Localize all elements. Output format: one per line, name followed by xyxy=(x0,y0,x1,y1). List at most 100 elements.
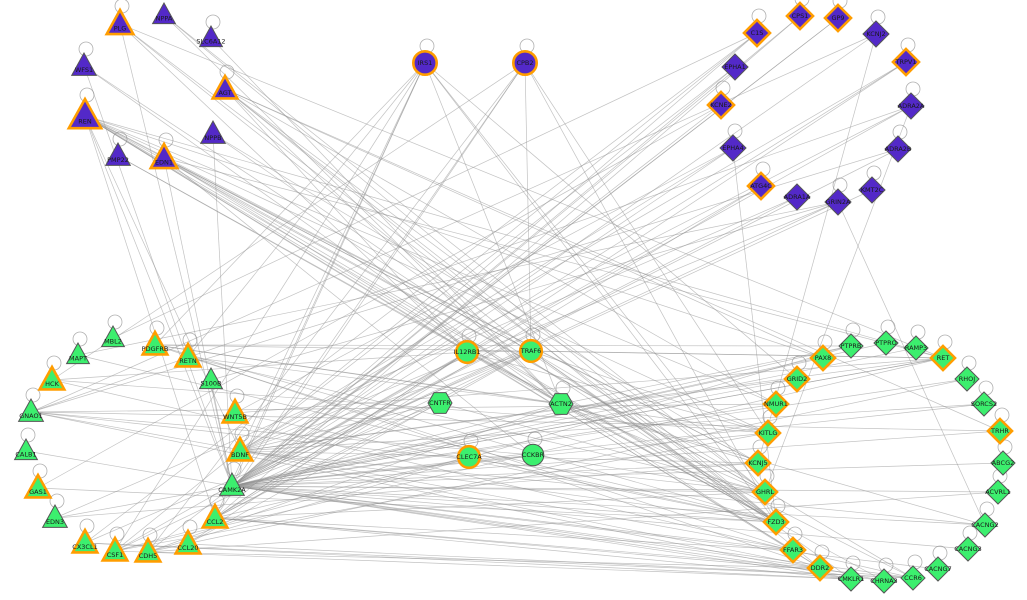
diamond-shape-TRPV1[interactable] xyxy=(891,47,921,77)
circle-shape-CCKBR[interactable] xyxy=(521,443,545,467)
diamond-shape-ADRA1A[interactable] xyxy=(783,183,811,211)
diamond-shape-EPHA1[interactable] xyxy=(721,53,749,81)
triangle-shape-MAPT[interactable] xyxy=(65,341,91,365)
node-PMP22[interactable]: PMP22 xyxy=(104,141,132,166)
triangle-shape-PLG[interactable] xyxy=(104,7,136,36)
diamond-shape-KITLG[interactable] xyxy=(754,419,782,447)
diamond-shape-KCNJ5[interactable] xyxy=(744,449,772,477)
diamond-shape-ABCG2[interactable] xyxy=(990,450,1016,476)
node-ACTN2[interactable]: ACTN2 xyxy=(548,393,574,415)
node-MBL2[interactable]: MBL2 xyxy=(100,324,126,348)
circle-shape-TRAF6[interactable] xyxy=(518,338,544,364)
node-GAS1[interactable]: GAS1 xyxy=(23,472,53,499)
node-GNAO1[interactable]: GNAO1 xyxy=(17,397,45,422)
diamond-shape-PTPRO[interactable] xyxy=(873,330,899,356)
node-C1S[interactable]: C1S xyxy=(742,18,772,48)
node-CACNG3[interactable]: CACNG3 xyxy=(954,536,982,562)
triangle-shape-PMP22[interactable] xyxy=(104,141,132,166)
node-TRHR[interactable]: TRHR xyxy=(986,417,1014,445)
diamond-shape-PTPRB[interactable] xyxy=(838,333,864,359)
diamond-shape-KCNJ2[interactable] xyxy=(862,20,890,48)
triangle-shape-WNT5B[interactable] xyxy=(220,397,250,424)
node-SLC6A12[interactable]: SLC6A12 xyxy=(196,24,226,48)
triangle-shape-CALB1[interactable] xyxy=(13,437,39,461)
circle-shape-IRS1[interactable] xyxy=(411,49,438,76)
node-CX3CL1[interactable]: CX3CL1 xyxy=(70,527,100,554)
node-CLEC7A[interactable]: CLEC7A xyxy=(456,444,482,470)
node-CACNG7[interactable]: CACNG7 xyxy=(924,556,952,582)
node-WFS1[interactable]: WFS1 xyxy=(70,51,98,76)
triangle-shape-HCK[interactable] xyxy=(37,364,67,391)
diamond-shape-CMKLR1[interactable] xyxy=(838,566,864,592)
node-CALB1[interactable]: CALB1 xyxy=(13,437,39,461)
node-SORCS2[interactable]: SORCS2 xyxy=(971,391,997,417)
node-KCNJ2[interactable]: KCNJ2 xyxy=(862,20,890,48)
diamond-shape-ADRA2B[interactable] xyxy=(884,135,912,163)
triangle-shape-CAMK2A[interactable] xyxy=(218,471,246,496)
node-CACNG2[interactable]: CACNG2 xyxy=(971,512,999,538)
node-WNT5B[interactable]: WNT5B xyxy=(220,397,250,424)
node-ADRA2A[interactable]: ADRA2A xyxy=(897,92,925,120)
diamond-shape-GHRL[interactable] xyxy=(751,478,779,506)
diamond-shape-ATG4C[interactable] xyxy=(746,171,776,201)
diamond-shape-CHRNA3[interactable] xyxy=(871,568,897,594)
triangle-shape-GNAO1[interactable] xyxy=(17,397,45,422)
triangle-shape-NPPA[interactable] xyxy=(151,1,177,25)
triangle-shape-EDN3[interactable] xyxy=(41,503,69,528)
triangle-shape-CCL2[interactable] xyxy=(200,502,230,529)
node-TRAF6[interactable]: TRAF6 xyxy=(518,338,544,364)
triangle-shape-NPPB[interactable] xyxy=(199,119,227,144)
diamond-shape-KCNE2[interactable] xyxy=(706,90,736,120)
triangle-shape-RETN[interactable] xyxy=(173,341,203,368)
diamond-shape-ADRA2A[interactable] xyxy=(897,92,925,120)
diamond-shape-C1S[interactable] xyxy=(742,18,772,48)
diamond-shape-CACNG2[interactable] xyxy=(972,512,998,538)
node-KMT2C[interactable]: KMT2C xyxy=(858,176,886,204)
triangle-shape-CSF1[interactable] xyxy=(100,535,130,562)
triangle-shape-CX3CL1[interactable] xyxy=(70,527,100,554)
node-EDN1[interactable]: EDN1 xyxy=(148,141,180,170)
node-RHOJ[interactable]: RHOJ xyxy=(954,366,980,392)
diamond-shape-RET[interactable] xyxy=(929,344,957,372)
circle-shape-IL12RB1[interactable] xyxy=(454,339,480,365)
node-KITLG[interactable]: KITLG xyxy=(754,419,782,447)
node-CPB2[interactable]: CPB2 xyxy=(511,49,538,76)
node-TRPV1[interactable]: TRPV1 xyxy=(891,47,921,77)
triangle-shape-AGT[interactable] xyxy=(210,73,240,100)
circle-shape-CLEC7A[interactable] xyxy=(456,444,482,470)
diamond-shape-KMT2C[interactable] xyxy=(858,176,886,204)
node-EPHA4[interactable]: EPHA4 xyxy=(719,134,747,162)
diamond-shape-RHOJ[interactable] xyxy=(954,366,980,392)
node-NPPA[interactable]: NPPA xyxy=(151,1,177,25)
node-IRS1[interactable]: IRS1 xyxy=(411,49,438,76)
node-PTPRO[interactable]: PTPRO xyxy=(873,330,899,356)
triangle-shape-REN[interactable] xyxy=(66,96,104,130)
node-REN[interactable]: REN xyxy=(66,96,104,130)
node-CPS1[interactable]: CPS1 xyxy=(785,1,815,31)
triangle-shape-GAS1[interactable] xyxy=(23,472,53,499)
diamond-shape-CPS1[interactable] xyxy=(785,1,815,31)
diamond-shape-CCR6[interactable] xyxy=(900,565,926,591)
triangle-shape-S100B[interactable] xyxy=(198,366,224,390)
diamond-shape-EPHA4[interactable] xyxy=(719,134,747,162)
node-RAMP3[interactable]: RAMP3 xyxy=(903,335,929,361)
node-KCNE2[interactable]: KCNE2 xyxy=(706,90,736,120)
triangle-shape-PDGFRB[interactable] xyxy=(140,329,170,356)
node-HCK[interactable]: HCK xyxy=(37,364,67,391)
diamond-shape-GRID2[interactable] xyxy=(783,365,811,393)
diamond-shape-TRHR[interactable] xyxy=(986,417,1014,445)
node-CNTFR[interactable]: CNTFR xyxy=(427,392,453,414)
node-ACVRL1[interactable]: ACVRL1 xyxy=(985,479,1011,505)
node-KCNJ5[interactable]: KCNJ5 xyxy=(744,449,772,477)
node-GP9[interactable]: GP9 xyxy=(823,3,853,33)
triangle-shape-CCL20[interactable] xyxy=(173,528,203,555)
node-DDR2[interactable]: DDR2 xyxy=(806,554,834,582)
node-NMUR1[interactable]: NMUR1 xyxy=(762,390,790,418)
node-GRIN2A[interactable]: GRIN2A xyxy=(824,188,852,216)
hexagon-shape-ACTN2[interactable] xyxy=(548,393,574,415)
triangle-shape-BDNF[interactable] xyxy=(225,435,255,462)
node-CCKBR[interactable]: CCKBR xyxy=(521,443,545,467)
node-IL12RB1[interactable]: IL12RB1 xyxy=(454,339,481,365)
diamond-shape-CACNG7[interactable] xyxy=(925,556,951,582)
diamond-shape-GP9[interactable] xyxy=(823,3,853,33)
